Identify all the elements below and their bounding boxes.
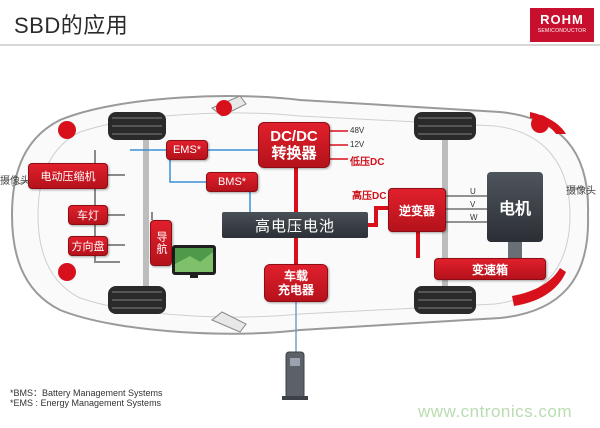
onboard-charger-box: 车载 充电器	[264, 264, 328, 302]
sensor-front-top	[58, 121, 76, 139]
charger-line1: 车载	[283, 269, 308, 283]
headlight-box: 车灯	[68, 205, 108, 225]
gearbox-box: 变速箱	[434, 258, 546, 280]
charging-station-screen	[290, 358, 300, 366]
motor-compressor-box: 电动压缩机	[28, 163, 108, 189]
dcdc-converter-box: DC/DC 转换器	[258, 122, 330, 168]
logo-wordmark: ROHM	[540, 12, 584, 27]
label-12v: 12V	[350, 140, 365, 149]
label-high-dc: 高压DC	[352, 191, 387, 202]
rear-light-top	[530, 112, 566, 134]
wheel-rear-bottom	[414, 286, 476, 314]
inverter-box: 逆变器	[388, 188, 446, 232]
navigation-box: 导航	[150, 220, 172, 266]
label-camera-right: 摄像头	[566, 186, 596, 197]
camera-left-line	[11, 179, 31, 187]
wheel-rear-top	[414, 112, 476, 140]
power-line-battery-inverter	[368, 206, 388, 227]
wheel-front-bottom	[108, 286, 166, 314]
front-axle	[143, 140, 149, 295]
rohm-logo: ROHM SEMICONDUCTOR	[530, 8, 594, 42]
label-camera-left: 摄像头	[0, 176, 30, 187]
sensor-top-center	[216, 100, 232, 116]
label-48v: 48V	[350, 126, 365, 135]
dcdc-line1: DC/DC	[270, 128, 318, 145]
high-voltage-battery: 高电压电池	[222, 212, 368, 238]
signal-line-bms	[169, 160, 206, 183]
logo-subtitle: SEMICONDUCTOR	[537, 28, 587, 34]
label-low-dc: 低压DC	[350, 157, 385, 168]
dcdc-line2: 转换器	[271, 145, 317, 162]
label-phase-u: U	[470, 187, 476, 196]
rear-light-bottom	[512, 268, 566, 306]
wheel-front-top	[108, 112, 166, 140]
ems-box: EMS*	[166, 140, 208, 160]
charger-line2: 充电器	[277, 283, 314, 297]
sensor-front-bottom	[58, 263, 76, 281]
motor-box: 电机	[487, 172, 543, 242]
page-title: SBD的应用	[14, 13, 129, 38]
footnote-ems: *EMS : Energy Management Systems	[10, 398, 162, 408]
nav-device	[172, 245, 216, 278]
steering-wheel-box: 方向盘	[68, 236, 108, 256]
watermark: www.cntronics.com	[418, 402, 572, 421]
label-phase-v: V	[470, 200, 476, 209]
mirror-bottom	[211, 311, 247, 333]
footnote-bms: *BMS：Battery Management Systems	[10, 388, 163, 398]
bms-box: BMS*	[206, 172, 258, 192]
car-body-inner	[37, 112, 571, 318]
title-divider	[0, 44, 600, 46]
motor-shaft	[508, 242, 522, 260]
charging-station-base	[282, 396, 308, 400]
label-phase-w: W	[470, 213, 478, 222]
